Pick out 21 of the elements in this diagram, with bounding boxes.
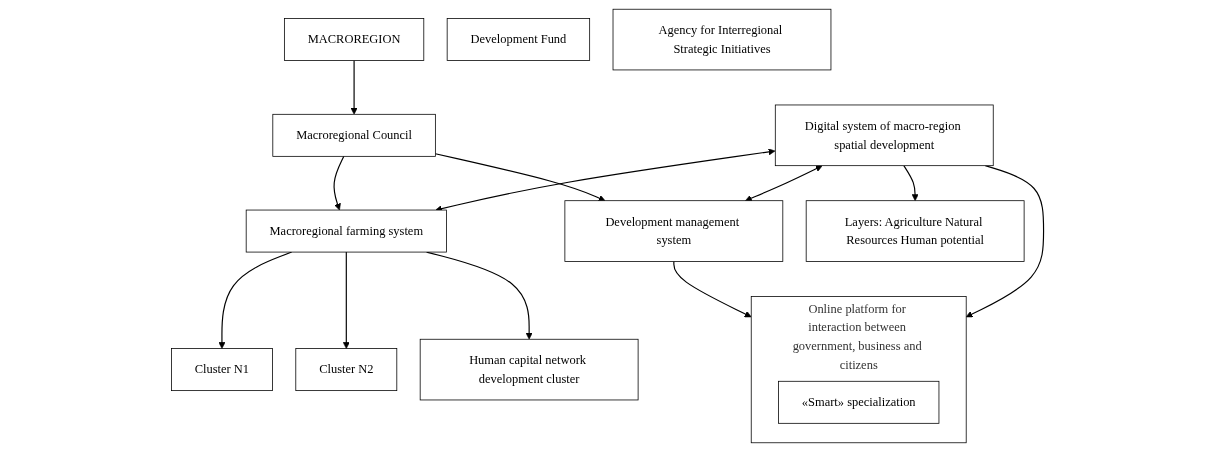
- node-box: «Smart» specialization: [778, 380, 940, 424]
- node-box: Development Fund: [446, 18, 591, 61]
- arrow: [333, 155, 345, 211]
- node-box: Macroregional farming system: [245, 209, 447, 253]
- arrow: [435, 148, 776, 212]
- node-box: Layers: Agriculture Natural Resources Human potential: [805, 200, 1025, 262]
- node-box: Agency for Interregional Strategic Initiatives: [612, 8, 832, 71]
- arrow: [745, 165, 823, 202]
- node-box: Human capital network development cluster: [419, 338, 639, 401]
- arrow: [350, 60, 358, 115]
- node-box: MACROREGION: [284, 18, 425, 61]
- arrow: [903, 165, 919, 201]
- arrow: [342, 251, 350, 349]
- node-box: Cluster N1: [171, 348, 273, 391]
- node-box: Development management system: [564, 200, 784, 262]
- arrow: [965, 165, 1045, 318]
- node-box: Digital system of macro-region spatial development: [774, 104, 994, 167]
- arrow: [673, 260, 752, 318]
- node-box: Cluster N2: [295, 348, 398, 391]
- node-box: Macroregional Council: [272, 113, 436, 157]
- arrow: [434, 153, 606, 202]
